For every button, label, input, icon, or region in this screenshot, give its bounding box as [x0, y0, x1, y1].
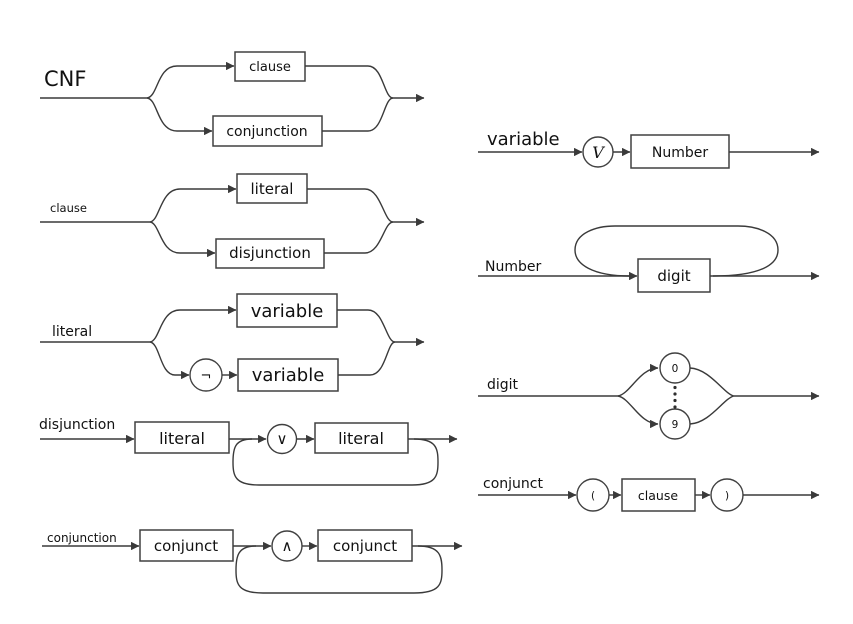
nonterminal-label-variable-plain: variable: [251, 301, 324, 322]
vertical-ellipsis-icon: [673, 385, 677, 409]
terminal-label-or: ∨: [277, 430, 288, 448]
terminal-label-and: ∧: [282, 537, 293, 555]
nonterminal-label-clause: clause: [249, 60, 291, 75]
nonterminal-box-clause-inner: [621, 478, 696, 512]
nonterminal-box-variable-plain: [236, 293, 338, 328]
rail-branch-bottom: [617, 395, 659, 429]
terminal-label-nine: 9: [672, 419, 679, 431]
rail-branch-bottom: [149, 221, 216, 258]
nonterminal-box-conjunction: [212, 115, 323, 147]
terminal-label-v-prefix: V: [592, 143, 605, 162]
rail-merge-top: [689, 367, 735, 397]
nonterminal-label-conjunct-first: conjunct: [154, 537, 218, 555]
nonterminal-box-variable-negated: [237, 358, 339, 392]
nonterminal-label-literal-first: literal: [159, 429, 205, 448]
rail-merge-top: [305, 65, 394, 99]
diagram-number: Number digit: [478, 225, 820, 293]
nonterminal-box-literal-first: [134, 421, 230, 454]
rail-merge-bottom: [689, 395, 735, 425]
rail-branch-top: [617, 363, 659, 397]
rail-branch-bottom: [146, 97, 213, 136]
nonterminal-label-variable-negated: variable: [252, 365, 325, 386]
diagram-digit: digit 0 9: [478, 352, 820, 440]
rule-name-number: Number: [485, 259, 541, 275]
rail-repeat-loop: [574, 225, 779, 277]
nonterminal-label-literal: literal: [251, 180, 294, 198]
nonterminal-label-literal-repeat: literal: [338, 429, 384, 448]
nonterminal-box-literal: [236, 173, 308, 204]
terminal-label-close-paren: ): [725, 490, 729, 502]
diagram-disjunction: disjunction literal ∨ literal: [39, 417, 458, 486]
terminal-label-negation: ¬: [201, 369, 212, 384]
nonterminal-label-clause-inner: clause: [638, 488, 678, 503]
diagram-clause: clause literal disjunction: [40, 173, 425, 269]
diagram-cnf: CNF clause conjunction: [40, 51, 425, 147]
nonterminal-label-disjunction: disjunction: [229, 244, 311, 262]
rail-branch-top: [149, 184, 237, 223]
rail-merge-bottom: [338, 341, 396, 376]
rail-repeat-loop: [235, 545, 443, 594]
terminal-label-open-paren: (: [591, 490, 595, 502]
diagram-variable: variable V Number: [478, 129, 820, 169]
nonterminal-label-number: Number: [652, 145, 708, 161]
diagram-conjunct: conjunct ( clause ): [478, 476, 820, 512]
rule-name-literal: literal: [52, 324, 92, 340]
rail-branch-top: [146, 61, 235, 99]
diagram-conjunction: conjunction conjunct ∧ conjunct: [42, 529, 463, 594]
nonterminal-label-conjunction: conjunction: [226, 124, 307, 140]
rule-name-digit: digit: [487, 377, 519, 393]
nonterminal-label-digit: digit: [657, 267, 690, 285]
nonterminal-box-conjunct-repeat: [317, 529, 413, 562]
rule-name-cnf: CNF: [44, 67, 86, 91]
rail-repeat-loop: [232, 438, 439, 486]
rail-merge-bottom: [322, 97, 394, 132]
rule-name-disjunction: disjunction: [39, 417, 115, 433]
rule-name-conjunct: conjunct: [483, 476, 543, 492]
rule-name-variable: variable: [487, 129, 560, 150]
rail-branch-top: [149, 305, 237, 343]
rail-merge-top: [307, 188, 394, 223]
nonterminal-box-conjunct-first: [139, 529, 234, 562]
rail-merge-bottom: [324, 221, 394, 254]
nonterminal-label-conjunct-repeat: conjunct: [333, 537, 397, 555]
nonterminal-box-literal-repeat: [314, 422, 409, 454]
rule-name-conjunction: conjunction: [47, 531, 117, 545]
rule-name-clause: clause: [50, 201, 87, 215]
rail-branch-bottom: [149, 341, 190, 380]
diagram-literal: literal variable ¬ variable: [40, 293, 425, 392]
rail-merge-top: [337, 309, 396, 343]
nonterminal-box-disjunction: [215, 238, 325, 269]
terminal-label-zero: 0: [672, 363, 679, 375]
